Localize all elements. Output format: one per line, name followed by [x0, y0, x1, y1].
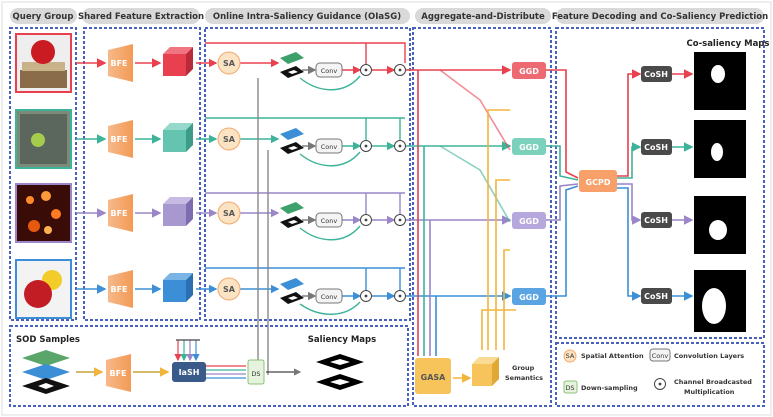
- sa-blocks: SA SA SA SA: [217, 51, 241, 301]
- legend-cbm-text-2: Multiplication: [684, 388, 735, 396]
- ggd-label-3: GGD: [519, 217, 539, 226]
- group-semantics-cube: [472, 357, 499, 386]
- legend-cbm-text-1: Channel Broadcasted: [674, 378, 752, 386]
- image-thumbnail-icon: [280, 202, 304, 228]
- bfe-label-3: BFE: [110, 209, 127, 218]
- group-semantics-2: Semantics: [505, 374, 543, 382]
- ggd-label-1: GGD: [519, 67, 539, 76]
- header-shared-feature: Shared Feature Extraction: [78, 12, 204, 22]
- green-apple-image-icon: [31, 133, 45, 147]
- sod-samples-title: SOD Samples: [16, 335, 80, 345]
- cosaliency-title: Co-saliency Maps: [687, 39, 770, 49]
- dashed-panels: [9, 27, 765, 407]
- image-thumbnail-icon: [280, 278, 304, 304]
- conv-label-2: Conv: [321, 143, 338, 151]
- iash-block: IaSH: [172, 362, 206, 382]
- sa-label-2: SA: [223, 135, 236, 144]
- cube-icon: [163, 123, 193, 152]
- cosh-label-2: CoSH: [644, 143, 668, 152]
- header-bar: Query Group Shared Feature Extraction On…: [10, 8, 768, 24]
- cosh-label-4: CoSH: [644, 292, 668, 301]
- legend-sa-text: Spatial Attention: [581, 352, 644, 360]
- header-online-guidance: Online Intra-Saliency Guidance (OIaSG): [213, 12, 401, 22]
- sa-label-1: SA: [223, 59, 236, 68]
- cosaliency-maps: [694, 52, 746, 332]
- image-thumbnail-icon: [280, 128, 304, 154]
- cosh-blocks: CoSH CoSH CoSH CoSH: [641, 66, 672, 304]
- legend: SA Spatial Attention Conv Convolution La…: [563, 348, 752, 396]
- cosh-label-1: CoSH: [644, 70, 668, 79]
- sod-sample-image: [22, 350, 70, 394]
- bfe-label-4: BFE: [110, 285, 127, 294]
- legend-ds-text: Down-sampling: [581, 384, 638, 392]
- query-images: [15, 33, 72, 319]
- header-query-group: Query Group: [13, 12, 74, 22]
- image-thumbnail-icon: [280, 52, 304, 78]
- gcpd-label: GCPD: [586, 178, 611, 187]
- ds-block: DS: [247, 359, 265, 385]
- attention-maps: [280, 52, 304, 304]
- feature-cubes: [163, 47, 193, 302]
- cube-icon: [163, 47, 193, 76]
- legend-conv-text: Convolution Layers: [674, 352, 744, 360]
- legend-conv-icon: Conv: [652, 352, 669, 360]
- conv-blocks: Conv Conv Conv Conv: [315, 62, 343, 304]
- legend-ds-icon: DS: [565, 384, 574, 392]
- cube-icon: [163, 273, 193, 302]
- conv-label-3: Conv: [321, 217, 338, 225]
- cube-icon: [163, 197, 193, 226]
- gcpd-block: GCPD: [579, 170, 617, 192]
- guidance-rows: [196, 42, 406, 375]
- saliency-maps-title: Saliency Maps: [308, 335, 376, 345]
- bfe-label-2: BFE: [110, 135, 127, 144]
- sa-label-3: SA: [223, 209, 236, 218]
- apple-image-icon: [31, 40, 55, 64]
- gasa-block: GASA: [415, 358, 451, 394]
- conv-label-4: Conv: [321, 293, 338, 301]
- ggd-label-4: GGD: [519, 293, 539, 302]
- sa-label-4: SA: [223, 285, 236, 294]
- header-decoding: Feature Decoding and Co-Saliency Predict…: [552, 12, 768, 22]
- red-apple-image-icon: [24, 280, 52, 308]
- ds-label: DS: [251, 370, 260, 378]
- bfe-label-1: BFE: [110, 59, 127, 68]
- gasa-label: GASA: [421, 373, 447, 382]
- iash-label: IaSH: [179, 368, 200, 377]
- bfe-blocks: BFE BFE BFE BFE: [108, 44, 133, 308]
- cosh-label-3: CoSH: [644, 216, 668, 225]
- legend-sa-icon: SA: [566, 352, 575, 360]
- conv-label-1: Conv: [321, 67, 338, 75]
- group-semantics-1: Group: [512, 364, 535, 372]
- ggd-label-2: GGD: [519, 143, 539, 152]
- bfe-label-sod: BFE: [109, 369, 126, 378]
- ggd-blocks: GGD GGD GGD GGD: [512, 62, 546, 305]
- saliency-maps: [316, 354, 364, 390]
- header-aggregate: Aggregate-and-Distribute: [421, 12, 545, 22]
